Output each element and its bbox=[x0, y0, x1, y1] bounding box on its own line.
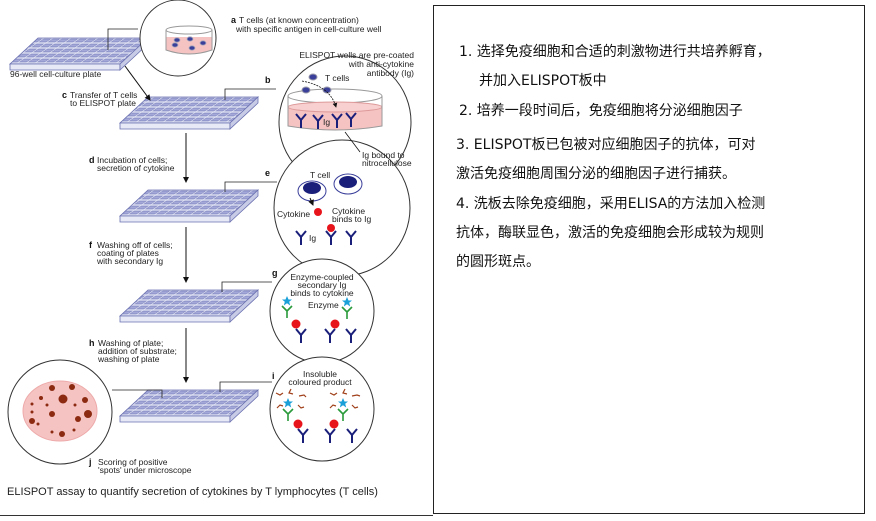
note-4-line3: 的圆形斑点。 bbox=[456, 254, 540, 270]
b-bound-line2: nitrocellulose bbox=[362, 158, 412, 168]
g-line3: binds to cytokine bbox=[290, 288, 354, 298]
e-binds-line1: Cytokine bbox=[332, 206, 365, 216]
elispot-plate-i bbox=[119, 389, 259, 423]
plate-label: 96-well cell-culture plate bbox=[10, 69, 101, 79]
figure-caption: ELISPOT assay to quantify secretion of c… bbox=[7, 486, 378, 498]
elispot-plate-c bbox=[119, 96, 259, 130]
b-ig-label: Ig bbox=[323, 117, 330, 127]
circle-j-microscope-spots bbox=[7, 359, 113, 465]
step-c-letter: c bbox=[62, 90, 67, 100]
b-tcells-label: T cells bbox=[325, 73, 349, 83]
g-line2: secondary Ig bbox=[298, 280, 347, 290]
note-4-line1: 4. 洗板去除免疫细胞，采用ELISA的方法加入检测 bbox=[456, 196, 766, 212]
step-f-line2: coating of plates bbox=[97, 248, 159, 258]
step-a-letter: a bbox=[231, 15, 237, 25]
circle-a-culture-well bbox=[139, 0, 217, 77]
note-3-line2: 激活免疫细胞周围分泌的细胞因子进行捕获。 bbox=[456, 166, 736, 182]
e-tcell-label: T cell bbox=[310, 170, 330, 180]
step-h-line1: Washing of plate; bbox=[98, 338, 163, 348]
step-b-note3: antibody (Ig) bbox=[367, 68, 414, 78]
step-j-line2: 'spots' under microscope bbox=[98, 465, 192, 475]
step-b-note1: ELISPOT wells are pre-coated bbox=[299, 50, 414, 60]
note-1-line1: 1. 选择免疫细胞和合适的刺激物进行共培养孵育， bbox=[459, 44, 771, 60]
step-h-letter: h bbox=[89, 338, 95, 348]
e-cytokine-label: Cytokine bbox=[277, 209, 310, 219]
note-3-line1: 3. ELISPOT板已包被对应细胞因子的抗体，可对 bbox=[456, 137, 756, 153]
step-i-letter: i bbox=[272, 371, 275, 381]
step-f-line3: with secondary Ig bbox=[96, 256, 163, 266]
g-enzyme-label: Enzyme bbox=[308, 300, 339, 310]
divider bbox=[0, 515, 433, 516]
step-h-line3: washing of plate bbox=[97, 354, 160, 364]
i-line2: coloured product bbox=[288, 377, 352, 387]
i-line1: Insoluble bbox=[303, 369, 337, 379]
step-d-line2: secretion of cytokine bbox=[97, 163, 175, 173]
step-e-letter: e bbox=[265, 168, 270, 178]
step-b-letter: b bbox=[265, 75, 271, 85]
step-a-line2: with specific antigen in cell-culture we… bbox=[235, 24, 382, 34]
step-f-line1: Washing off of cells; bbox=[97, 240, 173, 250]
connector-lines bbox=[107, 28, 277, 398]
notes-panel: 1. 选择免疫细胞和合适的刺激物进行共培养孵育， 并加入ELISPOT板中 2.… bbox=[433, 5, 865, 514]
flow-arrows bbox=[124, 65, 189, 383]
step-a-line1: T cells (at known concentration) bbox=[239, 15, 359, 25]
b-bound-line1: Ig bound to bbox=[362, 150, 405, 160]
step-j-letter: j bbox=[88, 457, 92, 467]
note-2: 2. 培养一段时间后，免疫细胞将分泌细胞因子 bbox=[459, 103, 743, 119]
step-c-line2: to ELISPOT plate bbox=[70, 98, 136, 108]
e-binds-line2: binds to Ig bbox=[332, 214, 371, 224]
g-line1: Enzyme-coupled bbox=[290, 272, 354, 282]
circle-g-secondary-antibody bbox=[269, 258, 375, 364]
note-4-line2: 抗体，酶联显色，激活的免疫细胞会形成较为规则 bbox=[456, 225, 764, 241]
note-1-line2: 并加入ELISPOT板中 bbox=[479, 73, 607, 89]
step-h-line2: addition of substrate; bbox=[98, 346, 177, 356]
step-d-letter: d bbox=[89, 155, 95, 165]
step-f-letter: f bbox=[89, 240, 93, 250]
circle-i-coloured-product bbox=[269, 356, 375, 462]
step-j-line1: Scoring of positive bbox=[98, 457, 168, 467]
elispot-diagram: a T cells (at known concentration) with … bbox=[7, 0, 414, 498]
culture-plate bbox=[9, 37, 149, 71]
elispot-plate-e bbox=[119, 189, 259, 223]
e-ig-label: Ig bbox=[309, 233, 316, 243]
step-c-line1: Transfer of T cells bbox=[70, 90, 137, 100]
step-g-letter: g bbox=[272, 268, 278, 278]
b-bound-leader-line bbox=[344, 131, 361, 153]
step-b-note2: with anti-cytokine bbox=[348, 59, 414, 69]
elispot-plate-g bbox=[119, 289, 259, 323]
step-d-line1: Incubation of cells; bbox=[97, 155, 167, 165]
